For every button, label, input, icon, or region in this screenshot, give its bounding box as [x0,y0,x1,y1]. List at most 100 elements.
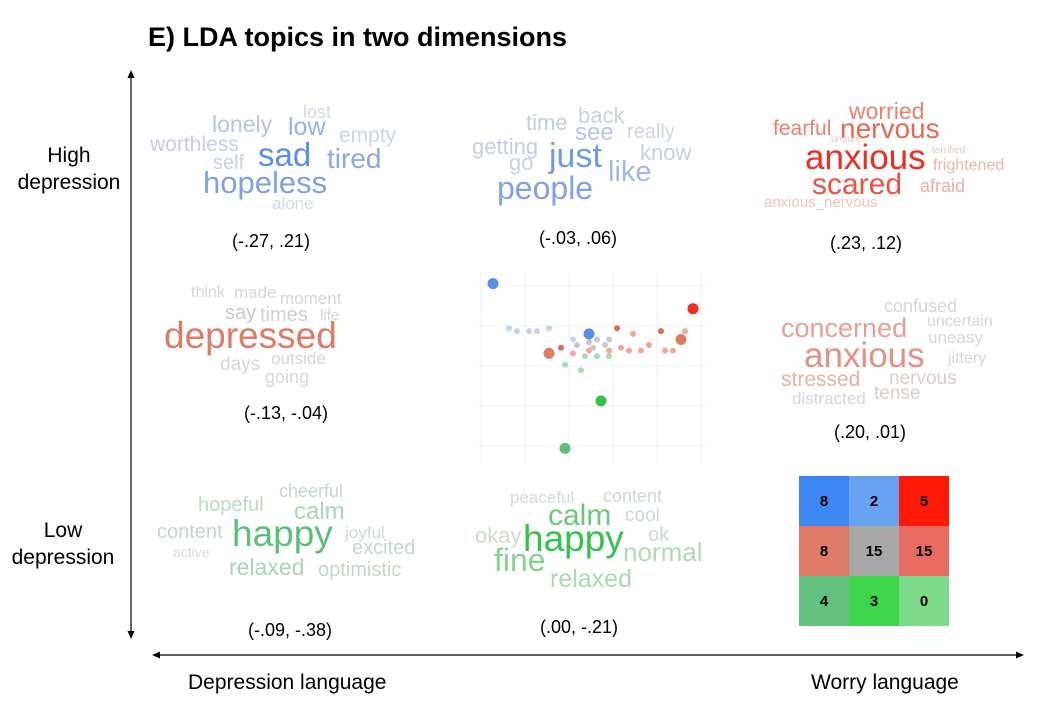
cloud-word: normal [623,537,703,567]
cloud-word: anxious [805,138,926,177]
scatter-point [670,347,676,354]
topic-scatter-plot [477,272,707,462]
scatter-point [590,344,596,351]
topic-coord-happy: (-.09, -.38) [247,620,333,640]
cloud-word: excited [352,537,416,559]
cloud-word: frightened [933,157,1005,174]
grid-cell: 3 [849,576,899,626]
scatter-point [606,347,612,354]
cloud-word: worthless [150,133,239,156]
cloud-word: uncertain [927,313,993,330]
cloud-word: worried [849,98,925,124]
scatter-point [646,342,652,348]
scatter-point [687,303,699,315]
cloud-word: think [191,284,225,301]
topic-coord-sad: (-.27, .21) [231,231,311,251]
cloud-word: anxious [804,336,925,375]
cloud-word: content [157,521,223,543]
scatter-point [586,339,592,346]
cloud-word: made [234,283,277,302]
figure-title: E) LDA topics in two dimensions [148,22,568,52]
cloud-word: uneasy [928,328,983,347]
scatter-point [606,336,612,343]
scatter-point [583,328,595,340]
cloud-word: nervous [840,113,940,144]
cloud-word: go [509,150,534,175]
cloud-word: nervous [889,368,957,389]
cloud-word: say [225,302,257,324]
scatter-point [506,325,512,332]
cloud-word: just [549,137,602,175]
cloud-word: peaceful [510,488,575,507]
grid-cell: 15 [899,526,949,576]
cloud-word: going [265,367,310,387]
cloud-word: calm [548,499,612,532]
scatter-point [487,278,499,290]
cloud-word: days [220,354,261,375]
cloud-word: alone [272,194,314,213]
cloud-word: self [213,152,245,174]
cloud-word: tired [327,143,382,174]
cloud-word: low [288,113,326,141]
cloud-word: cool [625,505,660,526]
cloud-word: lost [303,102,332,122]
cloud-word: empty [339,124,397,147]
cloud-word: concerned [781,313,908,343]
cloud-word: active [173,544,210,560]
topic-coord-people: (-.03, .06) [538,228,618,248]
cloud-word: depressed [164,315,337,356]
cloud-word: hopeless [203,165,328,200]
y-axis-high-label: High depression [17,144,121,194]
cloud-word: happy [232,513,333,554]
cloud-word: fearful [773,117,832,140]
scatter-point [526,328,532,335]
cloud-word: stressed [781,368,861,391]
cloud-word: okay [475,523,522,548]
cloud-word: like [608,156,652,188]
grid-cell: 0 [899,576,949,626]
cloud-word: outside [271,349,326,368]
cloud-word: time [526,110,568,135]
cloud-word: joyful [345,523,385,542]
scatter-point [602,342,608,348]
scatter-point [546,325,552,332]
grid-cell: 4 [799,576,849,626]
scatter-point [594,353,600,360]
topic-coord-concerned: (.20, .01) [833,422,907,442]
scatter-point [578,367,584,374]
cloud-word: content [603,486,663,506]
scatter-point [514,328,520,335]
cloud-word: afraid [920,176,966,196]
cloud-word: cheerful [279,481,344,501]
cloud-word: scared [812,168,903,201]
scatter-point [626,347,632,354]
topic-coord-depressed: (-.13, -.04) [243,403,329,423]
grid-cell: 15 [849,526,899,576]
x-axis-left-label: Depression language [188,671,387,694]
topic-coord-calm: (.00, -.21) [539,617,619,637]
scatter-point [534,328,540,335]
grid-cell: 2 [849,476,899,526]
cloud-word: people [497,170,594,206]
scatter-point [682,328,688,335]
scatter-point [630,330,636,337]
cloud-word: fine [494,542,546,578]
cloud-word: jittery [948,350,987,367]
scatter-point [582,353,588,360]
cloud-word: distracted [792,389,866,408]
cloud-word: anxious_nervous [764,194,878,211]
y-axis-low-label: Low depression [11,519,115,569]
cloud-word: back [578,103,625,128]
scatter-point [606,353,612,360]
cloud-word: calm [294,498,345,525]
cloud-word: terrified [932,145,966,156]
cloud-word: happy [523,518,624,559]
cloud-word: hopeful [198,494,264,516]
scatter-point [558,344,564,351]
scatter-point [570,350,576,357]
cloud-word: optimistic [318,559,402,581]
cloud-word: relaxed [550,565,632,593]
scatter-point [562,361,568,368]
cloud-word: really [627,121,675,143]
